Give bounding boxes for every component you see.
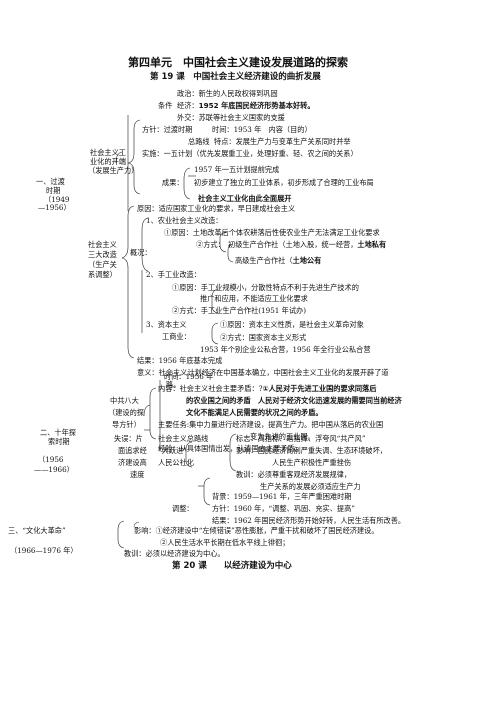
mistake-label-line3: 济建设高 [118, 458, 147, 467]
section-2-heading-line2: 索时期 [48, 437, 70, 446]
industrialization-label: 社会主义工 [90, 148, 126, 157]
transformation-label-line3: （生产关 [88, 260, 117, 269]
transformation-label: 社会主义 [88, 240, 117, 249]
mistake-label-line2: 面追求经 [118, 446, 147, 455]
section-1-years-start: （1949 [44, 195, 70, 204]
mistake-label-line4: 速度 [130, 470, 145, 479]
general-line: 社会主义总路线 [158, 434, 209, 443]
condition-politics: 政治：新生的人民政权得到巩固 [177, 89, 278, 98]
transformation-label-line2: 三大改造 [88, 250, 117, 259]
congress-content: 内容：社会主义社会主要矛盾：?①人民对于先进工业国的要求同落后 [158, 384, 377, 393]
section-3-years: （1966—1976 年） [10, 546, 78, 555]
transformation-meaning-line2: 路。 [166, 380, 181, 389]
transformation-outcome: 结果：1956 年底基本完成 [137, 356, 223, 365]
conditions-label: 条件 [158, 101, 173, 110]
lesson-19-title: 第 19 课 中国社会主义经济建设的曲折发展 [150, 72, 321, 82]
agriculture-method-advanced: 高级生产合作社（土地公有 [235, 256, 322, 265]
handicraft-reason: ①原因：手工业规模小，分散性特点不利于先进生产技术的 [172, 283, 359, 292]
section-3-heading: 三、“文化大革命” [8, 526, 66, 535]
cultural-revolution-lesson: 教训：必须以经济建设为中心。 [124, 549, 225, 558]
condition-diplomacy: 外交：苏联等社会主义国家的支援 [177, 113, 285, 122]
agriculture-reason: ①原因：土地改革后个体农耕落后性使农业生产无法满足工业化要求 [164, 228, 380, 237]
industrialization-label-line2: 业化的开端 [90, 157, 126, 166]
result-industrial-system: 初步建立了独立的工业体系，初步形成了合理的工业布局 [194, 178, 374, 187]
mistake-lesson: 教训：必须尊重客观经济发展规律， [236, 470, 352, 479]
lesson-20-title: 第 20 课 以经济建设为中心 [172, 561, 292, 571]
mistake-label: 失误：片 [114, 434, 143, 443]
eighth-congress-label: 中共八大 [110, 396, 139, 405]
industrialization-label-line3: （发展生产力） [88, 166, 139, 175]
route-feature: 特点：发展生产力与变革生产关系同时并举 [214, 137, 351, 146]
section-1-heading-line2: 时期 [46, 186, 61, 195]
eighth-congress-label-line3: 导方针） [112, 420, 141, 429]
adjustment-policy: 方针：1960 年，“调整、巩固、充实、提高” [212, 504, 355, 513]
contradiction-two: 文化不能满足人民需要的状况之间的矛盾。 [186, 408, 323, 417]
handicraft-transformation: 2、手工业改造： [146, 270, 201, 279]
results-label: 成果： [162, 178, 184, 187]
transformation-reason: 原因：适应国家工业化的要求，早日建成社会主义 [137, 204, 296, 213]
transformation-meaning: 意义：社会主义计划经济在中国基本确立，中国社会主义工业化的发展开辟了道 [137, 368, 389, 377]
peoples-commune: 人民公社化 [158, 458, 194, 467]
section-1-heading: 一、过渡 [36, 177, 65, 186]
policy-transition: 方针：过渡时期 [142, 125, 193, 134]
plan-completed: 1957 年一五计划提前完成 [194, 165, 280, 174]
agriculture-transformation: 1、农业社会主义改造： [146, 216, 223, 225]
implementation: 实施：一五计划（优先发展重工业，处理好重、轻、农之间的关系） [142, 149, 358, 158]
great-leap-forward: “大跃进” [158, 446, 187, 455]
main-task: 主要任务:集中力量进行经济建设，提高生产力。把中国从落后的农业国 [158, 420, 384, 429]
route-time-content: 时间：1953 年 内容（目的） [212, 125, 312, 134]
overview-label: 概况： [130, 248, 152, 257]
capitalism-transformation: 3、资本主义 [146, 320, 187, 329]
handicraft-method: ②方式：手工业生产合作社(1951 年试办) [172, 306, 306, 315]
agriculture-method-elementary: 初级生产合作社（土地入股，统一经营，土地私有 [228, 240, 387, 249]
cultural-revolution-impact-line2: ②人民生活水平长期在低水平线上徘徊； [160, 538, 290, 547]
experience: 经验：从具体国情出发，认清国内主要矛盾。 [158, 444, 302, 453]
unit-title: 第四单元 中国社会主义建设发展道路的探索 [128, 56, 348, 69]
congress-time: 时间：1956 年 [164, 372, 214, 381]
mistake-impact: 影响：国民经济比例严重失调、生态环境破坏， [236, 446, 387, 455]
mistake-impact-line2: 人民生产积极性严重挫伤 [272, 458, 352, 467]
adjustment-result: 结果：1962 年国民经济形势开始好转，人民生活有所改善。 [212, 516, 406, 525]
section-2-years-start: （1956 [38, 455, 64, 464]
section-1-years-end: —1956） [38, 203, 71, 212]
capitalism-method: ②方式：国家资本主义形式 [220, 333, 307, 342]
agriculture-method-label: ②方式： [196, 240, 225, 249]
mistake-signs: 标志：高指标、瞎指挥、浮夸风“共产风” [236, 434, 366, 443]
capitalism-reason: ①原因：资本主义性质，是社会主义革命对象 [220, 320, 364, 329]
mistake-lesson-line2: 生产关系的发展必须适应生产力 [260, 482, 361, 491]
handicraft-reason-line2: 推广和应用，不能适应工业化要求 [200, 294, 308, 303]
capitalism-industry-label: 工商业： [162, 332, 191, 341]
main-task-line2: 变为先进的工业国。 [250, 432, 315, 441]
eighth-congress-label-line2: （建设的探 [108, 408, 144, 417]
capitalism-joint-ownership: 1953 年个别企业公私合营，1956 年全行业公私合营 [200, 345, 371, 354]
result-industrialization-begins: 社会主义工业化由此全面展开 [198, 194, 292, 203]
contradiction-one: 的农业国之间的矛盾 人民对于经济文化迅速发展的需要同当前经济 [186, 396, 402, 405]
general-route-label: 总路线 [188, 137, 210, 146]
adjustment-background: 背景：1959—1961 年，三年严重困难时期 [212, 492, 352, 501]
condition-economy: 经济：1952 年底国民经济形势基本好转。 [177, 101, 315, 110]
section-2-years-end: ——1966） [34, 465, 74, 474]
transformation-label-line4: 系调整） [88, 270, 117, 279]
cultural-revolution-impact: 影响：①经济建设中“左倾错误”恶性膨胀，严重干扰和破坏了国民经济建设。 [134, 526, 379, 535]
section-2-heading: 二、十年探 [40, 428, 76, 437]
adjustment-label: 调整： [172, 504, 194, 513]
